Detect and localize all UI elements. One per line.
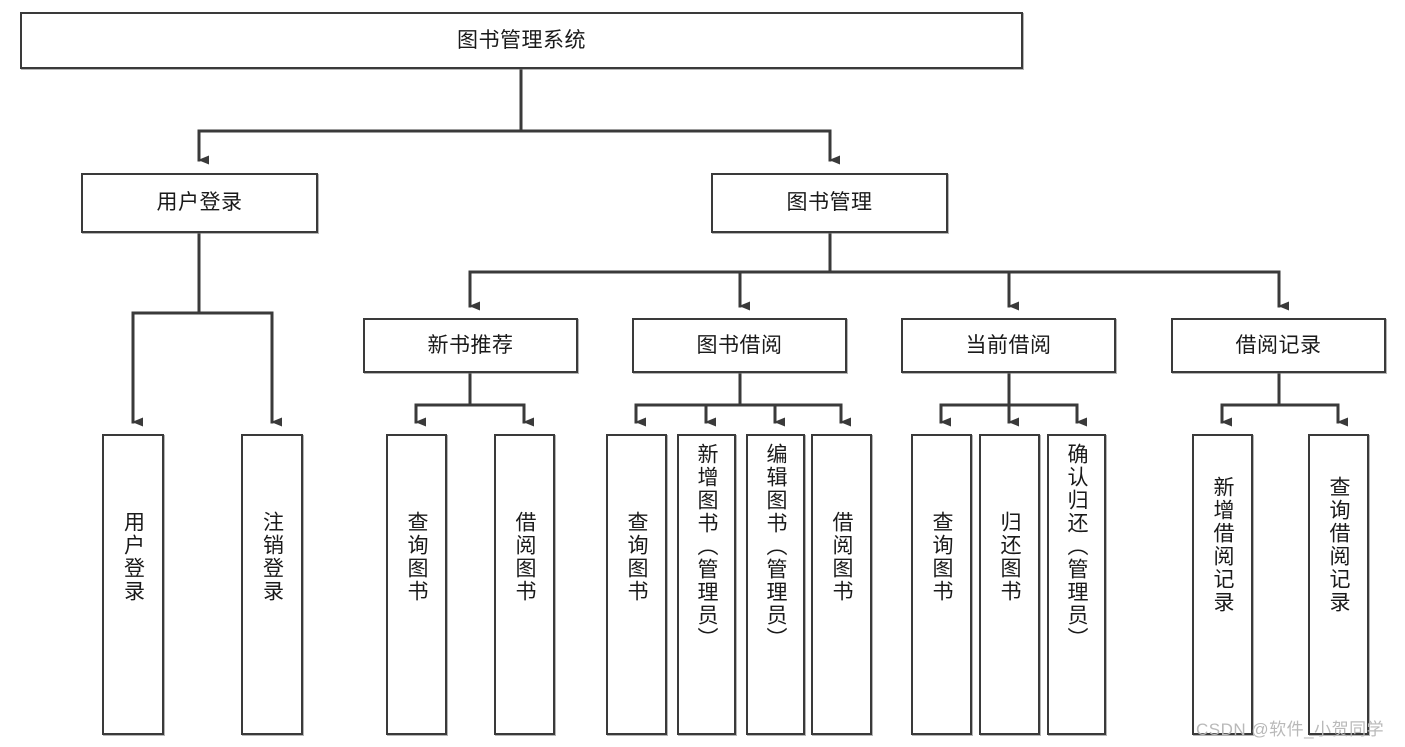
node-leaf-borrow-book-2[interactable]: 借阅图书 xyxy=(811,434,872,735)
node-leaf-borrow-book-2-label: 借阅图书 xyxy=(830,511,853,603)
node-leaf-confirm-return-label: 确认归还（管理员） xyxy=(1065,443,1088,650)
node-user-login-label: 用户登录 xyxy=(156,191,243,215)
node-leaf-edit-book[interactable]: 编辑图书（管理员） xyxy=(746,434,805,735)
csdn-watermark: CSDN @软件_小贺同学 xyxy=(1196,720,1385,739)
node-leaf-return-book-label: 归还图书 xyxy=(998,511,1021,603)
node-leaf-return-book[interactable]: 归还图书 xyxy=(979,434,1040,735)
node-leaf-query-record-label: 查询借阅记录 xyxy=(1327,476,1350,614)
node-leaf-query-book-2-label: 查询图书 xyxy=(625,511,648,603)
node-root[interactable]: 图书管理系统 xyxy=(20,12,1023,69)
node-leaf-add-book[interactable]: 新增图书（管理员） xyxy=(677,434,736,735)
node-leaf-query-book-1[interactable]: 查询图书 xyxy=(386,434,447,735)
node-leaf-add-book-label: 新增图书（管理员） xyxy=(695,443,718,650)
node-root-label: 图书管理系统 xyxy=(457,28,586,52)
node-leaf-edit-book-label: 编辑图书（管理员） xyxy=(764,443,787,650)
node-leaf-query-book-1-label: 查询图书 xyxy=(405,511,428,603)
node-leaf-borrow-book-1[interactable]: 借阅图书 xyxy=(494,434,555,735)
node-leaf-add-record[interactable]: 新增借阅记录 xyxy=(1192,434,1253,735)
node-leaf-borrow-book-1-label: 借阅图书 xyxy=(513,511,536,603)
node-leaf-query-book-3-label: 查询图书 xyxy=(930,511,953,603)
node-book-borrow-label: 图书借阅 xyxy=(696,333,783,357)
node-leaf-confirm-return[interactable]: 确认归还（管理员） xyxy=(1047,434,1106,735)
node-book-manage[interactable]: 图书管理 xyxy=(711,173,948,233)
node-leaf-query-record[interactable]: 查询借阅记录 xyxy=(1308,434,1369,735)
node-new-book-recommend[interactable]: 新书推荐 xyxy=(363,318,578,373)
node-leaf-user-login[interactable]: 用户登录 xyxy=(102,434,164,735)
node-leaf-add-record-label: 新增借阅记录 xyxy=(1211,476,1234,614)
node-leaf-user-login-label: 用户登录 xyxy=(121,511,145,603)
node-current-borrow[interactable]: 当前借阅 xyxy=(901,318,1116,373)
node-book-manage-label: 图书管理 xyxy=(786,191,873,215)
node-borrow-record-label: 借阅记录 xyxy=(1235,333,1322,357)
node-leaf-logout-login[interactable]: 注销登录 xyxy=(241,434,303,735)
node-borrow-record[interactable]: 借阅记录 xyxy=(1171,318,1386,373)
node-book-borrow[interactable]: 图书借阅 xyxy=(632,318,847,373)
node-current-borrow-label: 当前借阅 xyxy=(965,333,1052,357)
node-leaf-query-book-3[interactable]: 查询图书 xyxy=(911,434,972,735)
node-user-login[interactable]: 用户登录 xyxy=(81,173,318,233)
node-new-book-recommend-label: 新书推荐 xyxy=(427,333,514,357)
node-leaf-logout-login-label: 注销登录 xyxy=(260,511,284,603)
node-leaf-query-book-2[interactable]: 查询图书 xyxy=(606,434,667,735)
